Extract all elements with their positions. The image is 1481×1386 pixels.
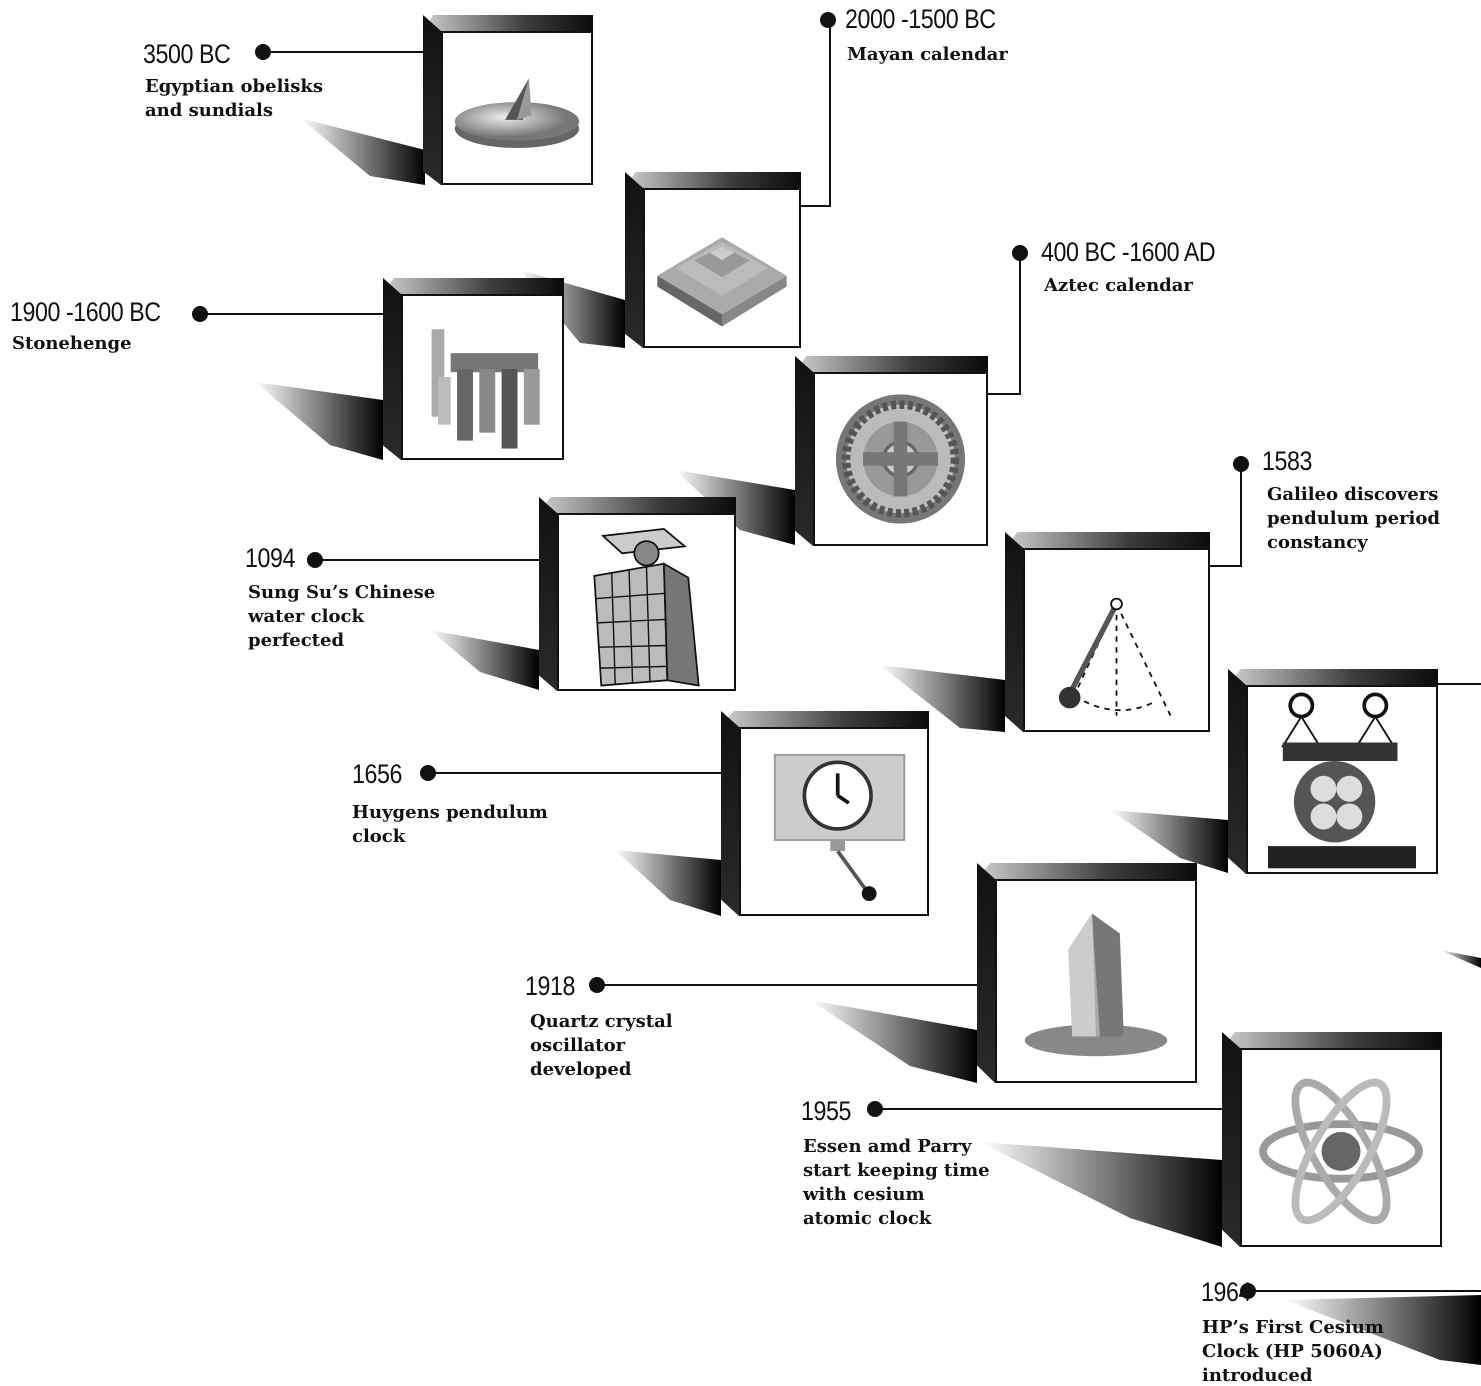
desc-essen: Essen amd Parry start keeping time with … [803,1136,990,1229]
shadow-wedge [980,1142,1222,1247]
year-huygens: 1656 [352,759,402,789]
timeline-dot [307,552,323,568]
year-galileo: 1583 [1262,446,1312,476]
timeline-dot [255,44,271,60]
pendulum-box [1005,532,1210,732]
machine-box [1228,669,1438,874]
sundial-icon [454,78,580,148]
sundial-box [423,15,593,185]
timeline-dot [867,1101,883,1117]
year-essen: 1955 [801,1096,851,1126]
shadow-wedge [255,382,383,460]
timeline-dot [1240,1283,1256,1299]
timeline-dot [420,765,436,781]
timeline-dot [589,977,605,993]
year-hp: 1964 [1201,1277,1251,1307]
desc-aztec: Aztec calendar [1044,275,1193,296]
desc-sungsu: Sung Su’s Chinese water clock perfected [248,582,436,651]
timeline-dot [1233,456,1249,472]
pendulum-icon [1058,597,1172,716]
year-sungsu: 1094 [245,543,295,573]
desc-hp: HP’s First Cesium Clock (HP 5060A) intro… [1202,1317,1384,1386]
year-aztec: 400 BC -1600 AD [1041,237,1216,267]
shadow-wedge [615,850,721,916]
year-obelisk: 3500 BC [143,39,231,69]
shadow-wedge [300,118,425,185]
shadow-wedge [810,1000,977,1083]
quartz-crystal-icon [1024,913,1168,1057]
atom-icon [1259,1078,1423,1225]
connector-line [1210,464,1242,567]
timeline-dot [1012,245,1028,261]
water-clock-box [539,497,736,691]
desc-huygens: Huygens pendulum clock [352,802,548,847]
pendulum-clock-icon [773,753,906,902]
calendar-stone-box [795,356,988,546]
pyramid-box [625,172,801,348]
desc-galileo: Galileo discovers pendulum period consta… [1267,484,1440,553]
water-clock-tower-icon [593,528,700,687]
timeline-dot [820,12,836,28]
stonehenge-icon [431,329,540,449]
shadow-wedge [1440,950,1481,968]
year-quartz: 1918 [525,971,575,1001]
shadow-wedge [880,665,1005,732]
year-mayan: 2000 -1500 BC [845,4,996,34]
desc-quartz: Quartz crystal oscillator developed [530,1011,673,1080]
desc-obelisk: Egyptian obelisks and sundials [145,76,323,121]
machine-icon [1268,692,1416,869]
calendar-stone-icon [835,394,966,524]
shadow-wedge [430,630,539,690]
desc-stonehenge: Stonehenge [12,333,132,354]
shadow-wedge [1110,810,1228,873]
year-stonehenge: 1900 -1600 BC [10,297,161,327]
desc-mayan: Mayan calendar [847,44,1008,65]
pendulum-clock-box [721,711,929,916]
quartz-box [977,863,1197,1083]
connector-line [988,253,1021,395]
shadow-wedge [1285,1295,1481,1365]
pyramid-icon [657,237,787,327]
stonehenge-box [383,278,564,460]
timeline-dot [192,306,208,322]
connector-line [801,20,831,207]
atom-box [1222,1032,1442,1247]
